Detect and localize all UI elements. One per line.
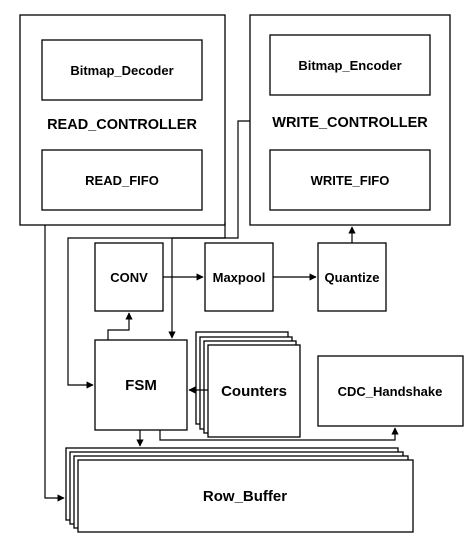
- read-controller-to-row-buffer-line: [44, 225, 65, 502]
- quantize-label: Quantize: [325, 270, 380, 285]
- quantize-box: [317, 242, 387, 312]
- conv-box: [94, 242, 164, 312]
- counters-label: Counters: [221, 383, 287, 400]
- bitmap-encoder-label: Bitmap_Encoder: [298, 58, 401, 73]
- write-fifo-label: WRITE_FIFO: [311, 173, 390, 188]
- read-fifo-box: [41, 149, 203, 211]
- fsm-label: FSM: [125, 377, 157, 394]
- row-buffer-box: [77, 459, 414, 533]
- read-controller-label: READ_CONTROLLER: [47, 117, 197, 133]
- write-controller-to-fsm-line: [168, 120, 250, 339]
- conv-label: CONV: [110, 270, 148, 285]
- cdc-handshake-label: CDC_Handshake: [338, 384, 443, 399]
- maxpool-box: [204, 242, 274, 312]
- fsm-box: [94, 339, 188, 431]
- read-controller-to-fsm-line: [67, 222, 226, 389]
- counters-box: [207, 344, 301, 438]
- fsm-to-cdc-handshake-line: [159, 427, 399, 441]
- write-controller-label: WRITE_CONTROLLER: [272, 115, 428, 131]
- fsm-to-conv-arrow: [107, 312, 133, 340]
- bitmap-encoder-box: [269, 34, 431, 96]
- write-fifo-box: [269, 149, 431, 211]
- maxpool-label: Maxpool: [213, 270, 266, 285]
- bitmap-decoder-label: Bitmap_Decoder: [70, 63, 173, 78]
- cdc-handshake-box: [317, 355, 464, 427]
- row-buffer-label: Row_Buffer: [203, 488, 287, 505]
- bitmap-decoder-box: [41, 39, 203, 101]
- read-fifo-label: READ_FIFO: [85, 173, 159, 188]
